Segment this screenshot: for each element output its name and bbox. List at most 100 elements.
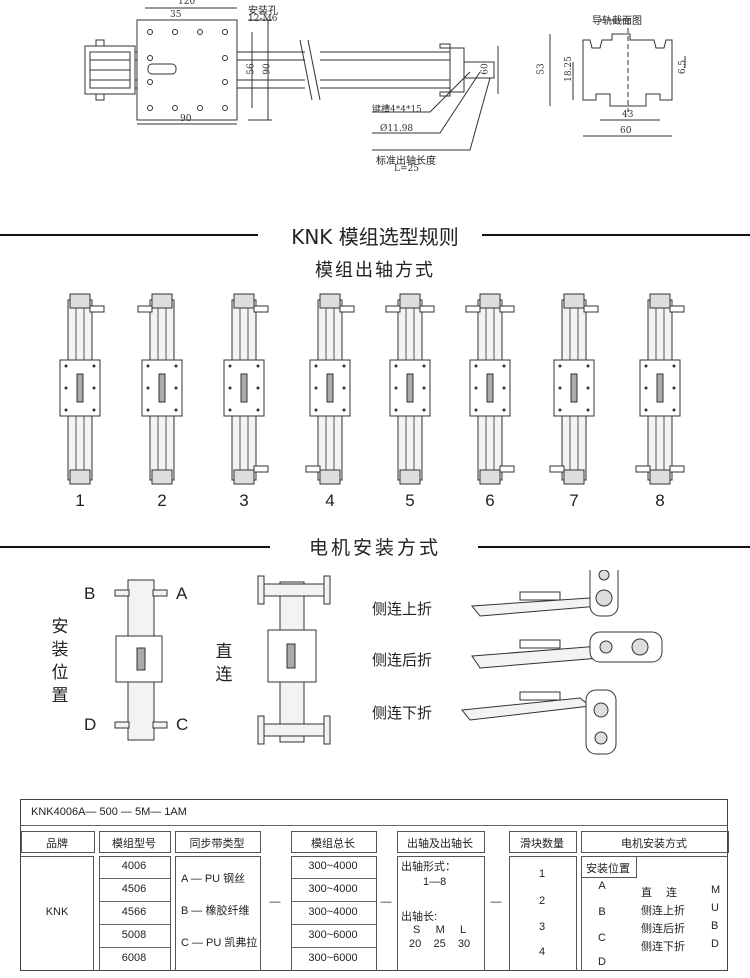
dim-120: 120 bbox=[178, 0, 196, 7]
dim-56: 56 bbox=[246, 63, 257, 75]
motor-col bbox=[581, 856, 728, 971]
length-value: 300~4000 bbox=[308, 906, 358, 918]
slider-count: 2 bbox=[538, 895, 546, 907]
install-pos-value: C bbox=[598, 932, 606, 944]
install-pos-char: 位 bbox=[51, 663, 69, 683]
motor-install-drawing bbox=[114, 570, 663, 755]
table-rule bbox=[21, 825, 727, 826]
header-motor: 电机安装方式 bbox=[621, 838, 687, 850]
divider-right-2 bbox=[478, 546, 750, 548]
separator-dash: — bbox=[490, 896, 502, 908]
length-col bbox=[291, 856, 377, 971]
belt-col bbox=[175, 856, 261, 971]
dim-53: 53 bbox=[536, 63, 547, 75]
motor-mode-name: 侧连下折 bbox=[641, 941, 685, 953]
slider-count: 1 bbox=[538, 868, 546, 880]
shaft-form-label: 出轴形式： bbox=[401, 861, 456, 873]
shaft-length-label: 出轴长: bbox=[401, 911, 438, 923]
section-title-rules: KNK 模组选型规则 bbox=[291, 225, 459, 249]
slider-col bbox=[509, 856, 577, 971]
divider-right bbox=[482, 234, 750, 236]
rail-section-label: 导轨截面图 bbox=[592, 16, 642, 27]
shaft-variant-number: 7 bbox=[569, 491, 579, 510]
side-down-label: 侧连下折 bbox=[372, 704, 433, 722]
header-shaft: 出轴及出轴长 bbox=[407, 838, 473, 850]
dim-60-horizontal: 60 bbox=[620, 126, 632, 136]
brand-value: KNK bbox=[45, 906, 69, 918]
install-pos-char: 装 bbox=[51, 640, 69, 660]
dim-60-vertical: 60 bbox=[480, 63, 491, 75]
model-value: 6008 bbox=[121, 952, 147, 964]
motor-mode-code: D bbox=[711, 938, 719, 950]
dim-18-25: 18.25 bbox=[563, 56, 574, 82]
install-pos-value: A bbox=[598, 880, 606, 892]
belt-type: C — PU 凯弗拉 bbox=[181, 937, 258, 949]
table-code: KNK4006A— 500 — 5M— 1AM bbox=[31, 806, 187, 818]
belt-type: A — PU 钢丝 bbox=[181, 873, 246, 885]
header-brand: 品牌 bbox=[46, 838, 68, 850]
motor-mode-name: 侧连后折 bbox=[641, 923, 685, 935]
model-col bbox=[99, 856, 171, 971]
install-pos-value: D bbox=[598, 956, 606, 968]
motor-mode-code: M bbox=[711, 884, 721, 896]
model-row-line bbox=[99, 947, 170, 948]
length-row-line bbox=[291, 924, 376, 925]
dim-90-vertical: 90 bbox=[262, 63, 273, 75]
shaft-diameter: Ø11.98 bbox=[380, 124, 414, 134]
install-pos-header: 安装位置 bbox=[586, 863, 630, 875]
install-pos-a: A bbox=[176, 584, 188, 603]
shaft-variant-number: 6 bbox=[485, 491, 495, 510]
shaft-length-values: 20 25 30 bbox=[409, 938, 471, 950]
shaft-form-range: 1—8 bbox=[423, 876, 447, 888]
header-length: 模组总长 bbox=[311, 838, 355, 850]
shaft-length-value: L=25 bbox=[394, 164, 419, 174]
shaft-variant-number: 5 bbox=[405, 491, 415, 510]
length-value: 300~6000 bbox=[308, 952, 358, 964]
length-row-line bbox=[291, 947, 376, 948]
header-belt: 同步带类型 bbox=[189, 838, 245, 850]
length-value: 300~4000 bbox=[308, 883, 358, 895]
dim-35: 35 bbox=[170, 10, 182, 20]
motor-mode-code: U bbox=[711, 902, 719, 914]
shaft-variant-number: 1 bbox=[75, 491, 85, 510]
length-value: 300~4000 bbox=[308, 860, 358, 872]
motor-mode-name: 直 连 bbox=[641, 887, 678, 899]
model-value: 5008 bbox=[121, 929, 147, 941]
header-model-box bbox=[99, 831, 171, 853]
length-row-line bbox=[291, 878, 376, 879]
divider-left bbox=[0, 234, 258, 236]
install-pos-c: C bbox=[176, 715, 189, 734]
header-shaft-box bbox=[397, 831, 485, 853]
model-value: 4006 bbox=[121, 860, 147, 872]
header-slider: 滑块数量 bbox=[520, 838, 564, 850]
install-pos-b: B bbox=[84, 584, 96, 603]
dim-43: 43 bbox=[622, 110, 634, 120]
header-belt-box bbox=[175, 831, 261, 853]
model-row-line bbox=[99, 878, 170, 879]
shaft-length-codes: S M L bbox=[413, 924, 467, 936]
module-side-drawing bbox=[84, 7, 686, 151]
separator-dash: — bbox=[269, 896, 281, 908]
shaft-variant-number: 4 bbox=[325, 491, 335, 510]
shaft-variant-number: 2 bbox=[157, 491, 167, 510]
length-value: 300~6000 bbox=[308, 929, 358, 941]
dim-90-horizontal: 90 bbox=[180, 114, 192, 124]
length-row-line bbox=[291, 901, 376, 902]
model-value: 4506 bbox=[121, 883, 147, 895]
shaft-col bbox=[397, 856, 485, 971]
direct-char: 直 bbox=[215, 642, 233, 662]
install-pos-header-box bbox=[581, 856, 637, 878]
model-row-line bbox=[99, 901, 170, 902]
separator-dash: — bbox=[380, 896, 392, 908]
brand-col bbox=[21, 856, 94, 971]
header-length-box bbox=[291, 831, 377, 853]
model-row-line bbox=[99, 924, 170, 925]
shaft-length-label: 标准出轴长度 bbox=[376, 156, 436, 167]
motor-mode-code: B bbox=[711, 920, 719, 932]
keyway-spec: 键槽4*4*15 bbox=[372, 105, 422, 115]
top-technical-drawing: 120 35 安装孔 12-M6 56 90 60 90 键槽4*4*15 Ø1… bbox=[0, 0, 750, 210]
shaft-variants-drawing bbox=[59, 293, 685, 485]
motor-install-drawings bbox=[0, 570, 750, 770]
shaft-variant-number: 8 bbox=[655, 491, 665, 510]
header-motor-box bbox=[581, 831, 729, 853]
